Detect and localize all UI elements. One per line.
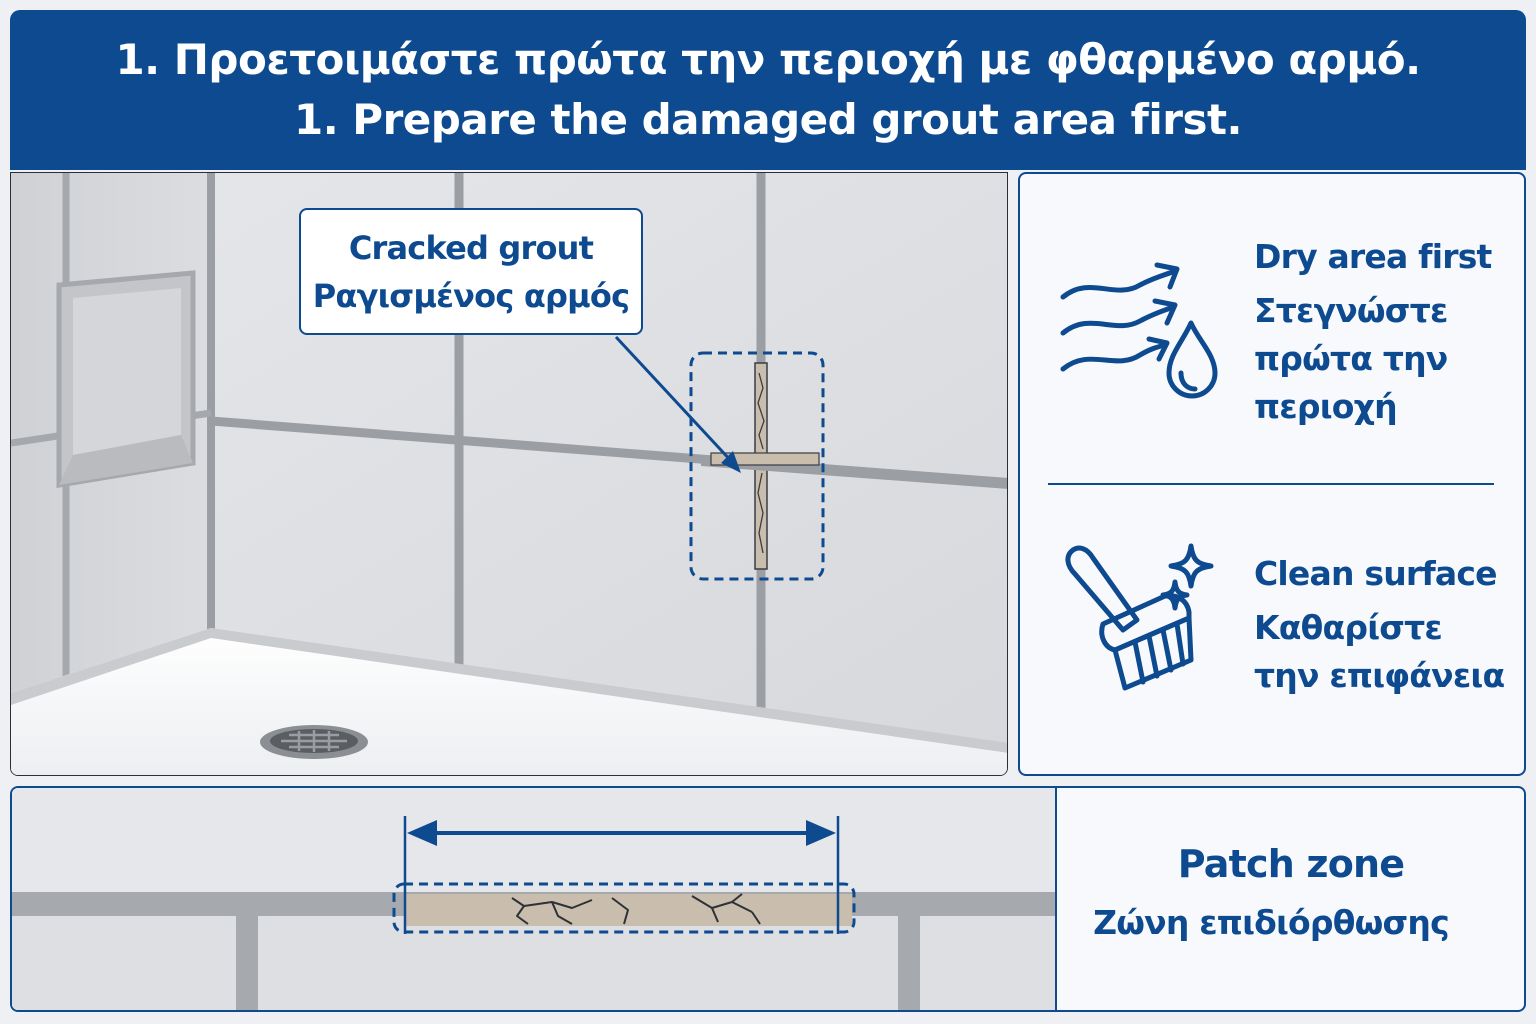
scrub-brush-sparkle-icon (1065, 543, 1214, 691)
patch-zone-label: Patch zone Ζώνη επιδιόρθωσης (1056, 836, 1486, 954)
damage-highlight-box (689, 351, 825, 581)
step-dry-greek-line2: πρώτα την (1254, 339, 1448, 378)
airflow-drop-icon (1060, 262, 1218, 399)
patch-zone-greek: Ζώνη επιδιόρθωσης (1093, 903, 1450, 942)
step-clean-greek-line2: την επιφάνεια (1254, 656, 1505, 695)
steps-divider (1048, 483, 1494, 485)
step-clean-greek-line1: Καθαρίστε (1254, 608, 1443, 647)
title-banner: 1. Προετοιμάστε πρώτα την περιοχή με φθα… (10, 10, 1526, 170)
step-clean-english: Clean surface (1254, 554, 1498, 593)
step-clean: Clean surface Καθαρίστε την επιφάνεια (1254, 550, 1505, 700)
title-english: 1. Prepare the damaged grout area first. (294, 95, 1243, 144)
prep-steps-panel (1018, 172, 1526, 776)
patch-zone-panel (1055, 786, 1526, 1012)
callout-english: Cracked grout (348, 228, 594, 267)
step-dry-english: Dry area first (1254, 237, 1492, 276)
callout-greek: Ραγισμένος αρμός (312, 276, 630, 315)
patch-zone-highlight (392, 882, 856, 934)
step-dry-greek-line1: Στεγνώστε (1254, 291, 1448, 330)
grout-closeup-graphic (12, 788, 1056, 1010)
step-dry-greek-line3: περιοχή (1254, 387, 1398, 426)
title-greek: 1. Προετοιμάστε πρώτα την περιοχή με φθα… (115, 35, 1421, 84)
grout-closeup-illustration (10, 786, 1056, 1012)
patch-zone-english: Patch zone (1177, 842, 1405, 886)
cracked-grout-callout: Cracked grout Ραγισμένος αρμός (299, 208, 643, 335)
step-dry: Dry area first Στεγνώστε πρώτα την περιο… (1254, 233, 1492, 431)
